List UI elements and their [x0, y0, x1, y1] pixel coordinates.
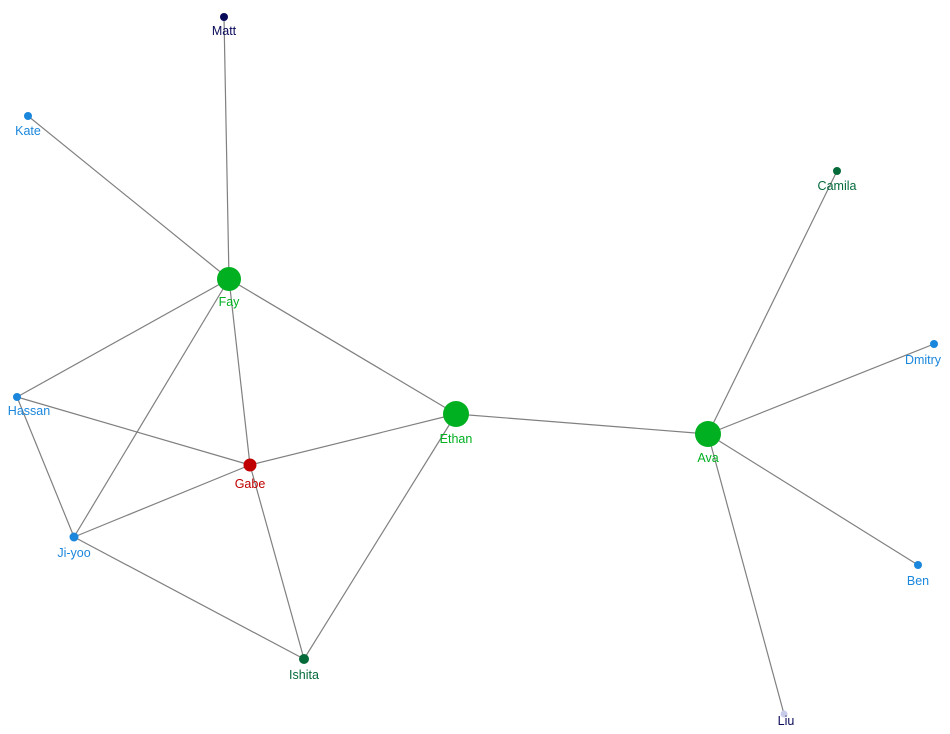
node-label-hassan: Hassan	[8, 404, 50, 418]
edge-ji-yoo-gabe	[73, 464, 251, 538]
edge-gabe-ethan	[249, 413, 457, 466]
edge-hassan-gabe	[16, 396, 251, 466]
node-ethan[interactable]	[443, 401, 469, 427]
node-dmitry[interactable]	[930, 340, 938, 348]
edge-ethan-ava	[455, 413, 709, 435]
node-label-ava: Ava	[697, 451, 718, 465]
edge-ava-ben	[707, 433, 919, 566]
node-label-gabe: Gabe	[235, 477, 266, 491]
node-label-liu: Liu	[778, 714, 795, 728]
node-ava[interactable]	[695, 421, 721, 447]
edge-ava-dmitry	[707, 343, 935, 435]
node-label-dmitry: Dmitry	[905, 353, 942, 367]
nodes-layer	[13, 13, 938, 718]
node-label-kate: Kate	[15, 124, 41, 138]
edge-fay-ji-yoo	[73, 278, 230, 538]
edge-hassan-ji-yoo	[16, 396, 75, 538]
edge-fay-gabe	[228, 278, 251, 466]
node-ishita[interactable]	[299, 654, 309, 664]
edge-fay-ethan	[228, 278, 457, 415]
node-camila[interactable]	[833, 167, 841, 175]
node-kate[interactable]	[24, 112, 32, 120]
node-label-fay: Fay	[219, 295, 241, 309]
edge-matt-fay	[223, 16, 230, 280]
edge-fay-hassan	[16, 278, 230, 398]
edge-ava-camila	[707, 170, 838, 435]
node-label-ethan: Ethan	[440, 432, 473, 446]
node-liu[interactable]	[780, 710, 788, 718]
edge-ava-liu	[707, 433, 785, 715]
edge-gabe-ishita	[249, 464, 305, 660]
node-fay[interactable]	[217, 267, 241, 291]
node-gabe[interactable]	[243, 458, 257, 472]
node-ji-yoo[interactable]	[69, 532, 79, 542]
edge-ethan-ishita	[303, 413, 457, 660]
node-label-ji-yoo: Ji-yoo	[57, 546, 90, 560]
node-label-ben: Ben	[907, 574, 929, 588]
node-ben[interactable]	[914, 561, 922, 569]
node-matt[interactable]	[220, 13, 228, 21]
node-label-camila: Camila	[818, 179, 857, 193]
edge-kate-fay	[27, 115, 230, 280]
edge-ji-yoo-ishita	[73, 536, 305, 660]
node-label-ishita: Ishita	[289, 668, 319, 682]
node-hassan[interactable]	[13, 393, 21, 401]
edges-layer	[16, 16, 935, 715]
node-label-matt: Matt	[212, 24, 237, 38]
